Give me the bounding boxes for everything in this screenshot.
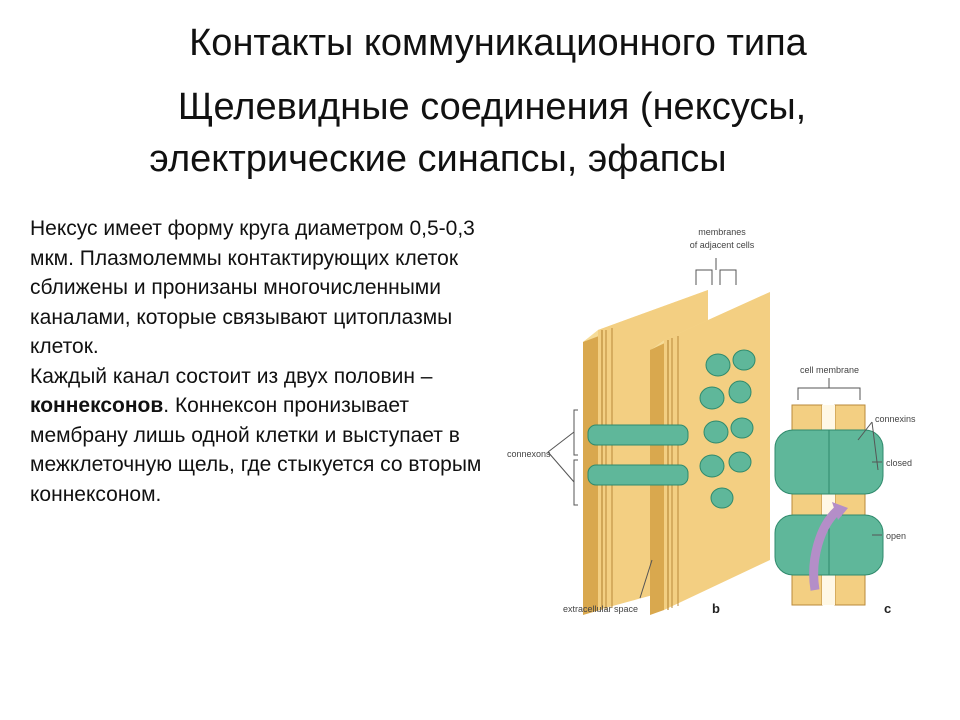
label-connexons: connexons: [507, 449, 551, 459]
connexon-closed: [774, 429, 884, 495]
label-leaders: [547, 258, 737, 599]
paragraph-nexus-description: Нексус имеет форму круга диаметром 0,5-0…: [30, 217, 475, 358]
slide-title-line2: Щелевидные соединения (нексусы,: [177, 86, 807, 128]
label-extracellular-space: extracellular space: [563, 604, 638, 614]
paragraph-connexon-description: Каждый канал состоит из двух половин – к…: [30, 362, 490, 510]
label-connexins: connexins: [875, 414, 916, 424]
membrane-right: [650, 292, 770, 615]
connexon-channels: [587, 424, 689, 486]
paragraph-part: . Коннексон пронизывает мембрану лишь од…: [30, 394, 482, 506]
label-cell-membrane: cell membrane: [800, 365, 859, 375]
label-membranes-line2: of adjacent cells: [690, 240, 755, 250]
label-leaders-c: [797, 378, 882, 536]
body-text: Нексус имеет форму круга диаметром 0,5-0…: [30, 214, 490, 509]
figure-label-b: b: [712, 601, 720, 616]
slide-title-line1: Контакты коммуникационного типа: [189, 22, 807, 64]
label-open: open: [886, 531, 906, 541]
figure-label-c: c: [884, 601, 891, 616]
paragraph-part: Каждый канал состоит из двух половин –: [30, 364, 433, 388]
label-membranes-line1: membranes: [698, 227, 746, 237]
slide-title-line3: электрические синапсы, эфапсы: [149, 138, 727, 180]
connexon-particles: [699, 349, 756, 509]
connexon-open: [774, 502, 884, 591]
label-closed: closed: [886, 458, 912, 468]
connexon-term: коннексонов: [30, 394, 164, 417]
